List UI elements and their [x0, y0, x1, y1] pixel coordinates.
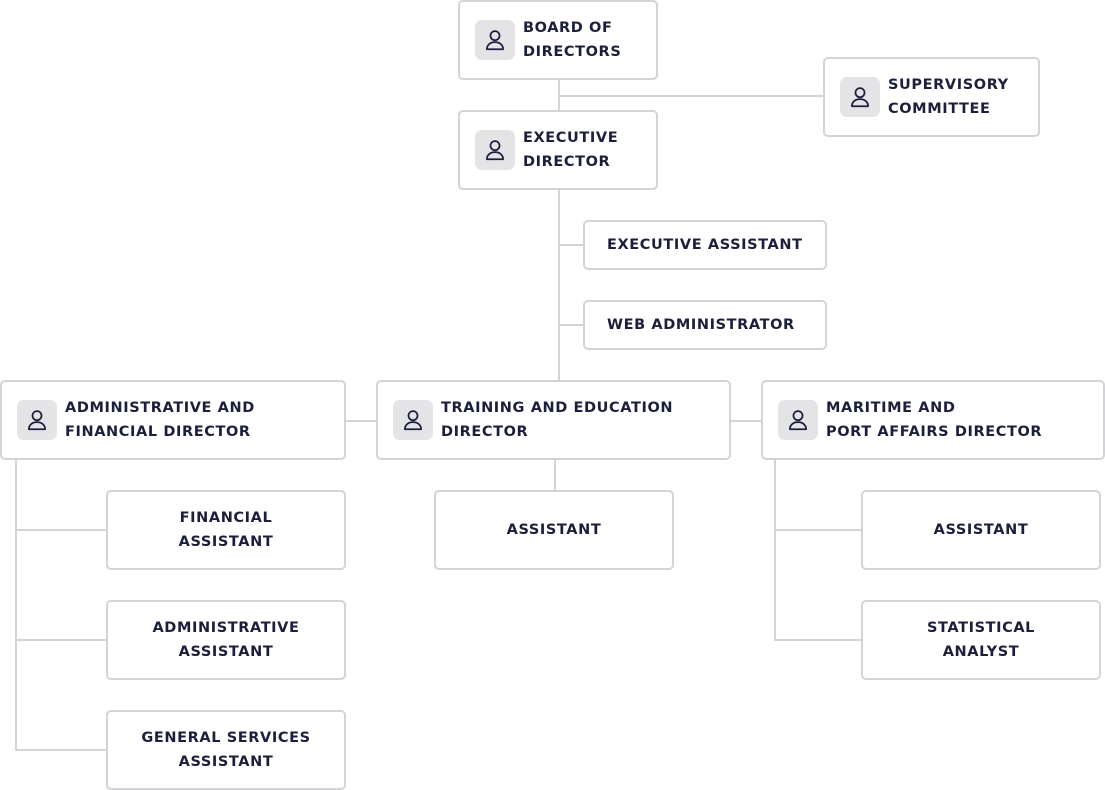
person-icon [393, 400, 433, 440]
node-executive-director[interactable]: EXECUTIVE DIRECTOR [458, 110, 658, 190]
node-administrative-financial-director[interactable]: ADMINISTRATIVE AND FINANCIAL DIRECTOR [0, 380, 346, 460]
person-icon [475, 20, 515, 60]
node-training-education-director[interactable]: TRAINING AND EDUCATION DIRECTOR [376, 380, 731, 460]
node-maritime-assistant[interactable]: ASSISTANT [861, 490, 1101, 570]
node-statistical-analyst[interactable]: STATISTICAL ANALYST [861, 600, 1101, 680]
node-maritime-port-affairs-director[interactable]: MARITIME AND PORT AFFAIRS DIRECTOR [761, 380, 1105, 460]
node-label: EXECUTIVE DIRECTOR [523, 130, 619, 170]
node-label: MARITIME AND PORT AFFAIRS DIRECTOR [826, 400, 1043, 440]
node-label: EXECUTIVE ASSISTANT [607, 237, 803, 253]
node-label: GENERAL SERVICES ASSISTANT [141, 730, 311, 770]
person-icon [475, 130, 515, 170]
node-label: WEB ADMINISTRATOR [607, 317, 795, 333]
node-financial-assistant[interactable]: FINANCIAL ASSISTANT [106, 490, 346, 570]
node-training-assistant[interactable]: ASSISTANT [434, 490, 674, 570]
node-label: BOARD OF DIRECTORS [523, 20, 622, 60]
node-label: FINANCIAL ASSISTANT [178, 510, 274, 550]
node-label: TRAINING AND EDUCATION DIRECTOR [441, 400, 674, 440]
node-label: ADMINISTRATIVE ASSISTANT [152, 620, 300, 660]
person-icon [840, 77, 880, 117]
node-board-of-directors[interactable]: BOARD OF DIRECTORS [458, 0, 658, 80]
node-label: ADMINISTRATIVE AND FINANCIAL DIRECTOR [65, 400, 255, 440]
person-icon [778, 400, 818, 440]
person-icon [17, 400, 57, 440]
node-label: ASSISTANT [506, 522, 602, 538]
node-label: ASSISTANT [933, 522, 1029, 538]
node-label: SUPERVISORY COMMITTEE [888, 77, 1009, 117]
node-executive-assistant[interactable]: EXECUTIVE ASSISTANT [583, 220, 827, 270]
node-administrative-assistant[interactable]: ADMINISTRATIVE ASSISTANT [106, 600, 346, 680]
node-web-administrator[interactable]: WEB ADMINISTRATOR [583, 300, 827, 350]
node-general-services-assistant[interactable]: GENERAL SERVICES ASSISTANT [106, 710, 346, 790]
node-label: STATISTICAL ANALYST [926, 620, 1036, 660]
node-supervisory-committee[interactable]: SUPERVISORY COMMITTEE [823, 57, 1040, 137]
